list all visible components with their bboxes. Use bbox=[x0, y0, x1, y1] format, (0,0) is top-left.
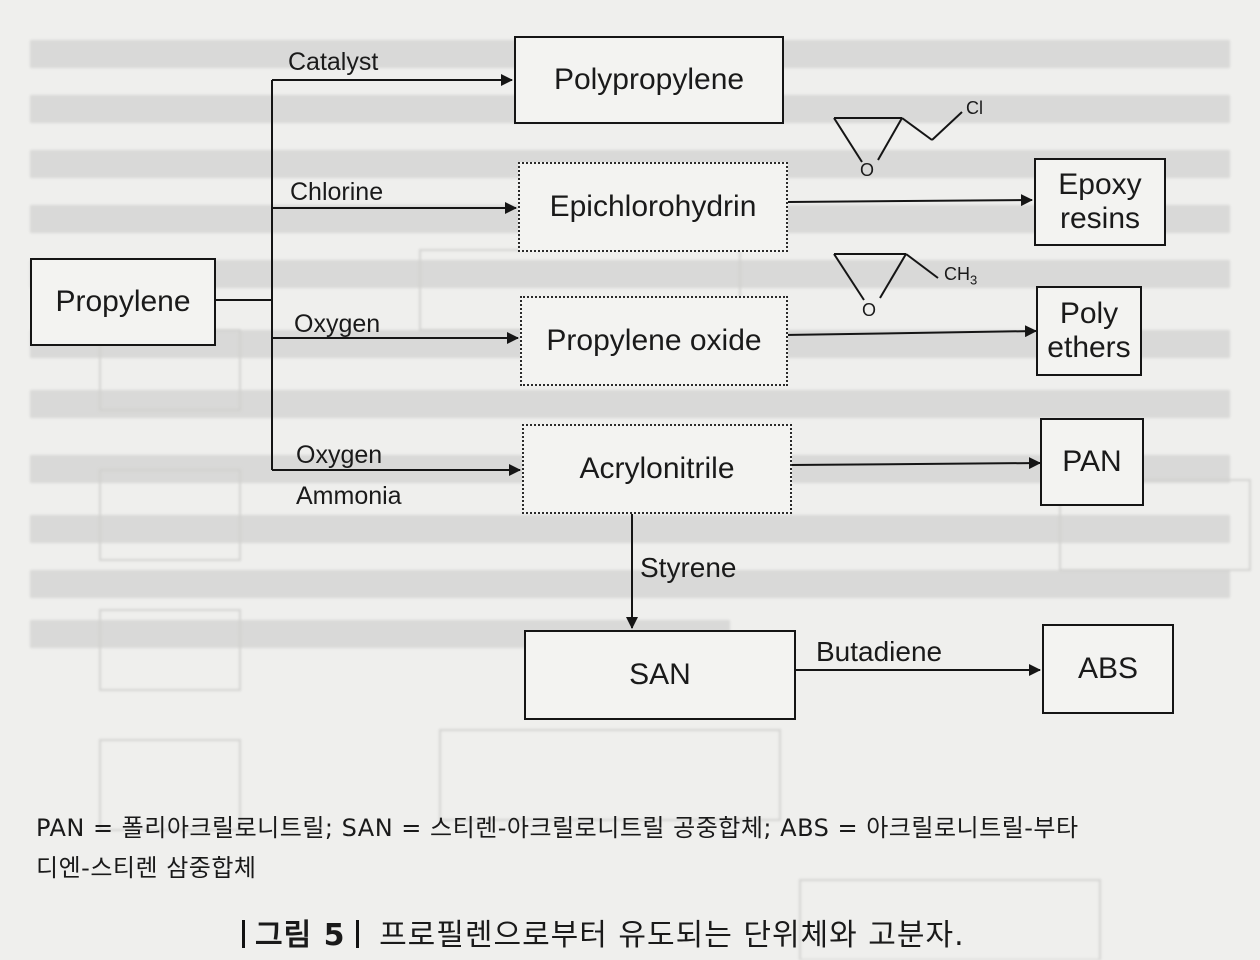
figure-label: 그림 5 bbox=[255, 918, 346, 953]
caption-right-bar bbox=[355, 920, 359, 948]
node-polyethers: Poly ethers bbox=[1036, 286, 1142, 376]
node-propylene-oxide: Propylene oxide bbox=[520, 296, 788, 386]
arrow-pan bbox=[789, 457, 1041, 470]
label-butadiene: Butadiene bbox=[816, 636, 943, 667]
label-styrene: Styrene bbox=[640, 552, 737, 583]
arrow-polyethers bbox=[783, 325, 1037, 338]
node-acrylonitrile: Acrylonitrile bbox=[522, 424, 792, 514]
node-epoxy-resins: Epoxy resins bbox=[1034, 158, 1166, 246]
footnote-line-1: PAN = 폴리아크릴로니트릴; SAN = 스티렌-아크릴로니트릴 공중합체;… bbox=[36, 814, 1079, 842]
label-oxygen-2: Oxygen bbox=[296, 441, 383, 469]
label-ammonia: Ammonia bbox=[296, 482, 402, 510]
figure-caption: 그림 5 프로필렌으로부터 유도되는 단위체와 고분자. bbox=[232, 910, 965, 954]
arrow-epoxy bbox=[787, 194, 1033, 207]
node-propylene: Propylene bbox=[30, 258, 216, 346]
propylene-oxide-ch3-label: CH3 bbox=[944, 264, 978, 288]
label-catalyst: Catalyst bbox=[288, 48, 379, 76]
node-san: SAN bbox=[524, 630, 796, 720]
propylene-oxide-structure-icon bbox=[833, 253, 939, 301]
label-chlorine: Chlorine bbox=[290, 178, 384, 206]
caption-text: 프로필렌으로부터 유도되는 단위체와 고분자. bbox=[379, 918, 965, 953]
footnote-line-2: 디엔-스티렌 삼중합체 bbox=[36, 854, 257, 882]
label-oxygen: Oxygen bbox=[294, 310, 381, 338]
node-polypropylene: Polypropylene bbox=[514, 36, 784, 124]
epichlorohydrin-cl-label: Cl bbox=[966, 98, 983, 118]
node-pan: PAN bbox=[1040, 418, 1144, 506]
caption-left-bar bbox=[242, 920, 245, 948]
epichlorohydrin-o-label: O bbox=[860, 160, 875, 180]
epichlorohydrin-structure-icon bbox=[833, 111, 963, 163]
propylene-oxide-o-label: O bbox=[862, 300, 877, 320]
node-abs: ABS bbox=[1042, 624, 1174, 714]
node-epichlorohydrin: Epichlorohydrin bbox=[518, 162, 788, 252]
